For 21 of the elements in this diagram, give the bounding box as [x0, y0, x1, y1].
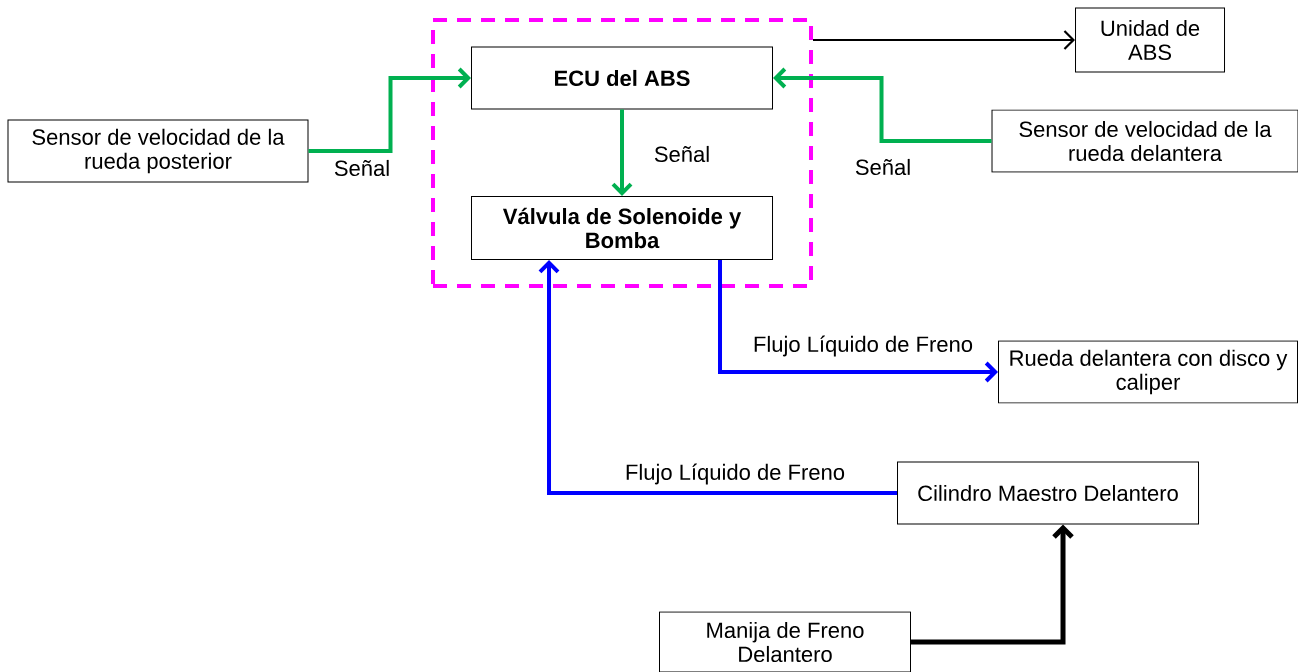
edge-label: Señal	[652, 144, 712, 164]
process-box: Rueda delantera con disco y caliper	[998, 340, 1298, 404]
process-box: Manija de Freno Delantero	[659, 611, 911, 672]
edge-label: Flujo Líquido de Freno	[751, 334, 975, 358]
arrow	[911, 524, 1074, 645]
arrow	[308, 67, 471, 153]
process-box: Válvula de Solenoide y Bomba	[471, 196, 773, 260]
dashed-group-box	[431, 18, 813, 288]
process-box: Cilindro Maestro Delantero	[897, 461, 1199, 525]
process-box: ECU del ABS	[471, 46, 773, 110]
arrow	[773, 67, 992, 143]
edge-label: Flujo Líquido de Freno	[623, 462, 847, 486]
edge-label: Señal	[853, 157, 913, 177]
arrow	[718, 260, 998, 383]
arrow	[538, 260, 897, 495]
arrow	[611, 109, 633, 196]
arrow	[813, 30, 1075, 50]
process-box: Unidad de ABS	[1075, 7, 1225, 73]
process-box: Sensor de velocidad de la rueda delantera	[991, 109, 1298, 173]
edge-label: Señal	[332, 158, 392, 178]
process-box: Sensor de velocidad de la rueda posterior	[7, 119, 309, 183]
